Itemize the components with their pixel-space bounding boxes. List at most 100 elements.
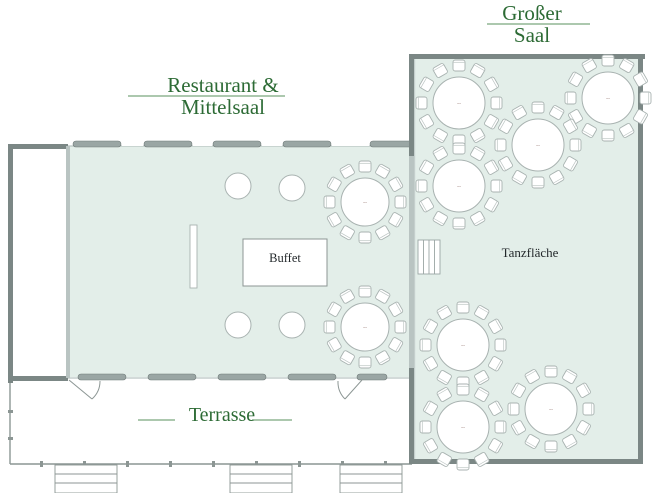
chair [639,91,652,105]
small-round-table [278,174,306,202]
mittelsaal-furniture [189,172,328,339]
chair [452,142,466,155]
table-center-mark: ••• [363,326,367,330]
chair [544,440,558,453]
shared-wall-nub-top [409,140,414,156]
terrasse-stairs [54,464,403,493]
plan-text-labels [128,23,590,421]
shared-wall-nub-bottom [409,368,414,384]
table-center-mark: ••• [549,408,553,412]
saal-wall-west-top [409,54,414,146]
chair [419,338,432,352]
chair [419,420,432,434]
chair [358,285,372,298]
grosser-saal-title-line1: Großer [502,1,562,25]
terrasse-title: Terrasse [188,404,256,426]
left-annex-wall-south [8,376,68,381]
chair [394,195,407,209]
left-annex-floor [10,146,68,381]
small-round-table [224,311,252,339]
chair [490,96,503,110]
chair [507,402,520,416]
tanzflaeche-label: Tanzfläche [501,245,559,260]
left-annex-wall-north [8,144,68,149]
door-swing-southwest [68,379,101,400]
table-center-mark: ••• [457,102,461,106]
saal-wall-east [638,54,643,464]
small-round-table [278,311,306,339]
table-center-mark: ••• [363,201,367,205]
banquet-table: ••• [415,142,503,230]
chair [582,402,595,416]
buffet-counter [242,238,328,287]
chair [564,91,577,105]
grosser-saal-title: Großer Saal [452,2,612,46]
chair [323,320,336,334]
restaurant-title: Restaurant & Mittelsaal [108,74,338,118]
bar-strip [189,224,198,289]
saal-stairs [417,239,441,275]
terrasse-floor [10,381,412,464]
chair [601,54,615,67]
saal-wall-north [409,54,645,59]
table-center-mark: ••• [461,426,465,430]
grosser-saal-title-line2: Saal [513,23,551,48]
chair [490,179,503,193]
chair [456,383,470,396]
shared-wall [409,146,414,378]
round-table [432,76,486,130]
mittelsaal-wall-west [66,146,70,378]
round-table [436,400,490,454]
saal-wall-south [409,459,643,464]
left-annex-wall-west [8,144,13,383]
banquet-table: ••• [323,160,407,244]
round-table [436,318,490,372]
table-center-mark: ••• [536,144,540,148]
restaurant-title-line1: Restaurant & [167,73,279,97]
table-center-mark: ••• [461,344,465,348]
chair [452,217,466,230]
banquet-table: ••• [507,365,595,453]
left-annex [8,144,68,383]
chair [544,365,558,378]
terrasse-rail-posts [8,410,387,467]
small-round-table [224,172,252,200]
banquet-table: ••• [415,59,503,147]
table-center-mark: ••• [606,97,610,101]
chair [456,458,470,471]
round-table [581,71,635,125]
door-swing-southeast [337,379,363,400]
chair [601,129,615,142]
round-table [340,177,390,227]
mittelsaal-walls [66,140,414,384]
round-table [511,118,565,172]
window-bars-south [77,373,388,381]
chair [415,179,428,193]
banquet-table: ••• [419,301,507,389]
saal-wall-west-bottom [409,378,414,464]
saal-wall-inner-line [414,59,416,459]
window-gaps-north [122,143,369,146]
table-center-mark: ••• [457,185,461,189]
chair [494,338,507,352]
chair [415,96,428,110]
chair [358,356,372,369]
chair [358,160,372,173]
chair [456,301,470,314]
banquet-table: ••• [494,101,582,189]
chair [323,195,336,209]
chair [531,176,545,189]
chair [394,320,407,334]
buffet-label: Buffet [269,251,301,265]
chair [494,420,507,434]
door-swings [68,379,363,400]
round-table [432,159,486,213]
chair [494,138,507,152]
banquet-table: ••• [323,285,407,369]
banquet-table: ••• [419,383,507,471]
chair [569,138,582,152]
chair [358,231,372,244]
round-table [524,382,578,436]
chair [531,101,545,114]
